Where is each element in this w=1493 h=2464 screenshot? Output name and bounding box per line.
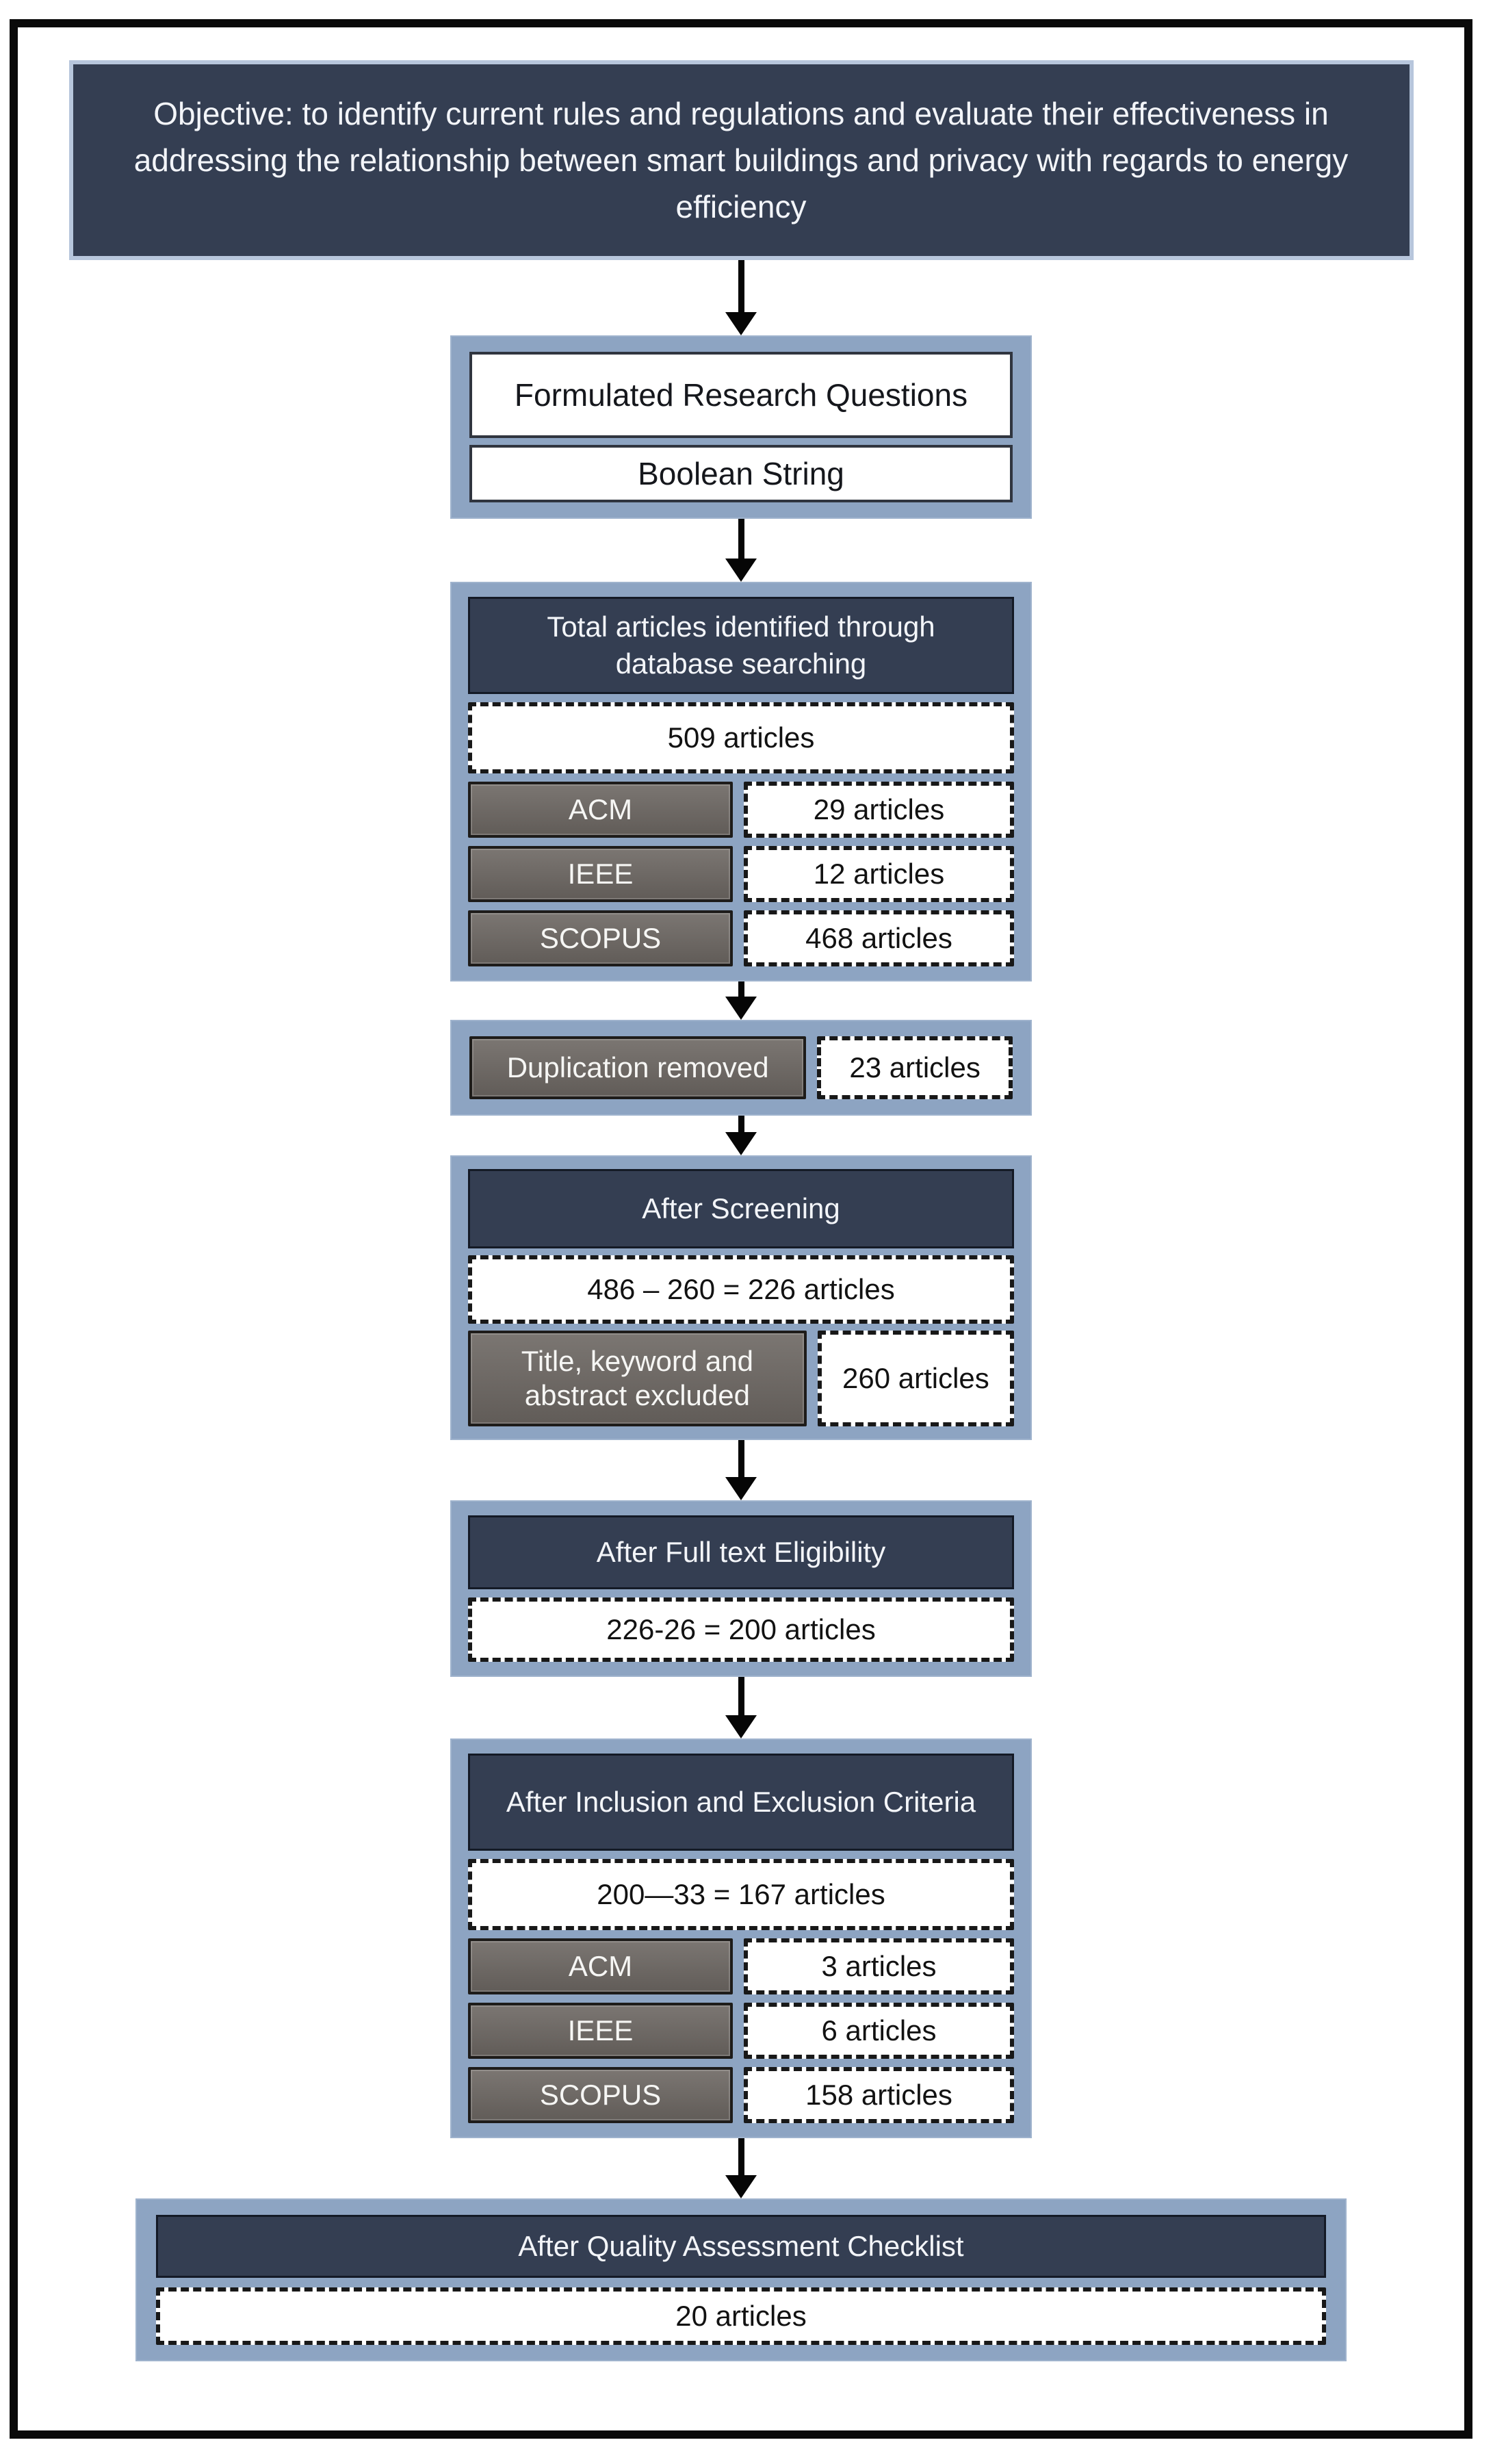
- objective-box: Objective: to identify current rules and…: [68, 60, 1414, 260]
- arrow-head-icon: [725, 1715, 757, 1738]
- identified-total-count: 509 articles: [667, 721, 815, 754]
- boolean-string-box: Boolean String: [469, 445, 1013, 502]
- formulated-research-questions-label: Formulated Research Questions: [514, 377, 968, 413]
- criteria-header: After Inclusion and Exclusion Criteria: [468, 1754, 1014, 1851]
- flow-arrow-5: [725, 1440, 757, 1500]
- source-row: SCOPUS 158 articles: [468, 2067, 1014, 2123]
- boolean-string-label: Boolean String: [638, 456, 844, 491]
- duplication-row: Duplication removed 23 articles: [469, 1036, 1013, 1099]
- objective-text: Objective: to identify current rules and…: [133, 96, 1349, 224]
- arrow-shaft: [738, 981, 744, 997]
- arrow-shaft: [738, 260, 744, 312]
- source-label-scopus: SCOPUS: [468, 910, 733, 966]
- criteria-label-acm: ACM: [468, 1938, 733, 1994]
- screening-excluded-row: Title, keyword and abstract excluded 260…: [468, 1331, 1014, 1426]
- fulltext-title: After Full text Eligibility: [596, 1536, 886, 1568]
- source-row: SCOPUS 468 articles: [468, 910, 1014, 966]
- identified-title: Total articles identified through databa…: [547, 611, 935, 680]
- criteria-label-ieee: IEEE: [468, 2003, 733, 2059]
- flow-arrow-7: [725, 2138, 757, 2198]
- formulated-research-questions-box: Formulated Research Questions: [469, 352, 1013, 438]
- flow-arrow-1: [725, 260, 757, 335]
- criteria-label-scopus: SCOPUS: [468, 2067, 733, 2123]
- source-count-scopus: 468 articles: [744, 910, 1014, 966]
- identified-container: Total articles identified through databa…: [450, 582, 1032, 981]
- diagram-canvas: Objective: to identify current rules and…: [18, 27, 1464, 2430]
- arrow-shaft: [738, 519, 744, 559]
- criteria-count-ieee: 6 articles: [744, 2003, 1014, 2059]
- arrow-head-icon: [725, 1477, 757, 1500]
- arrow-head-icon: [725, 2175, 757, 2198]
- criteria-count-scopus: 158 articles: [744, 2067, 1014, 2123]
- research-questions-container: Formulated Research Questions Boolean St…: [450, 335, 1032, 519]
- quality-result-box: 20 articles: [156, 2287, 1326, 2345]
- duplication-container: Duplication removed 23 articles: [450, 1020, 1032, 1116]
- screening-excluded-label-box: Title, keyword and abstract excluded: [468, 1331, 807, 1426]
- flow-arrow-3: [725, 981, 757, 1020]
- screening-header: After Screening: [468, 1169, 1014, 1248]
- screening-title: After Screening: [642, 1192, 840, 1224]
- flow-arrow-4: [725, 1116, 757, 1155]
- arrow-shaft: [738, 1440, 744, 1477]
- diagram-frame: Objective: to identify current rules and…: [10, 19, 1472, 2439]
- arrow-head-icon: [725, 559, 757, 582]
- arrow-head-icon: [725, 312, 757, 335]
- identified-total-box: 509 articles: [468, 702, 1014, 773]
- criteria-count-acm: 3 articles: [744, 1938, 1014, 1994]
- source-count-acm: 29 articles: [744, 782, 1014, 838]
- duplication-count-box: 23 articles: [817, 1036, 1013, 1099]
- arrow-shaft: [738, 2138, 744, 2175]
- source-label-ieee: IEEE: [468, 846, 733, 902]
- arrow-head-icon: [725, 1132, 757, 1155]
- source-row: IEEE 6 articles: [468, 2003, 1014, 2059]
- arrow-shaft: [738, 1677, 744, 1715]
- quality-title: After Quality Assessment Checklist: [518, 2230, 964, 2262]
- identified-header: Total articles identified through databa…: [468, 597, 1014, 694]
- source-row: ACM 3 articles: [468, 1938, 1014, 1994]
- source-row: ACM 29 articles: [468, 782, 1014, 838]
- criteria-title: After Inclusion and Exclusion Criteria: [506, 1786, 976, 1818]
- duplication-label-box: Duplication removed: [469, 1036, 807, 1099]
- source-row: IEEE 12 articles: [468, 846, 1014, 902]
- quality-container: After Quality Assessment Checklist 20 ar…: [135, 2198, 1347, 2361]
- screening-excluded-count-box: 260 articles: [817, 1331, 1014, 1426]
- quality-header: After Quality Assessment Checklist: [156, 2215, 1326, 2278]
- flow-arrow-2: [725, 519, 757, 582]
- source-label-acm: ACM: [468, 782, 733, 838]
- fulltext-header: After Full text Eligibility: [468, 1515, 1014, 1589]
- fulltext-container: After Full text Eligibility 226-26 = 200…: [450, 1500, 1032, 1677]
- criteria-result-box: 200—33 = 167 articles: [468, 1859, 1014, 1930]
- flow-arrow-6: [725, 1677, 757, 1738]
- source-count-ieee: 12 articles: [744, 846, 1014, 902]
- screening-container: After Screening 486 – 260 = 226 articles…: [450, 1155, 1032, 1440]
- screening-result-box: 486 – 260 = 226 articles: [468, 1255, 1014, 1324]
- fulltext-result-box: 226-26 = 200 articles: [468, 1597, 1014, 1662]
- arrow-head-icon: [725, 997, 757, 1020]
- arrow-shaft: [738, 1116, 744, 1132]
- criteria-container: After Inclusion and Exclusion Criteria 2…: [450, 1738, 1032, 2138]
